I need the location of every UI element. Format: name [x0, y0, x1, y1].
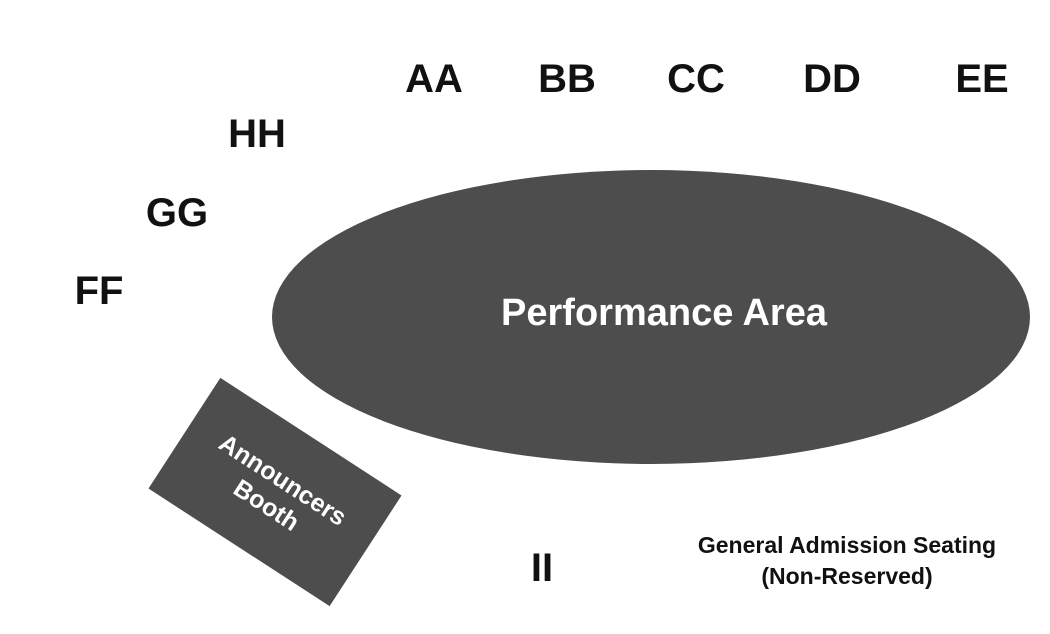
section-aa-label: AA	[405, 57, 463, 101]
section-ff-label: FF	[75, 269, 124, 313]
performance-area-label: Performance Area	[501, 292, 828, 334]
performance-area	[272, 170, 1030, 464]
section-cc-label: CC	[667, 57, 725, 101]
announcers-booth-box	[148, 377, 402, 607]
section-ii-label: II	[531, 546, 553, 590]
section-ee-label: EE	[955, 57, 1008, 101]
section-gg-label: GG	[146, 191, 208, 235]
section-dd-label: DD	[803, 57, 861, 101]
general-admission-line2: (Non-Reserved)	[761, 563, 932, 589]
general-admission-line1: General Admission Seating	[698, 532, 996, 558]
section-hh-label: HH	[228, 112, 286, 156]
announcers-booth: Announcers Booth	[148, 377, 402, 607]
section-bb-label: BB	[538, 57, 596, 101]
